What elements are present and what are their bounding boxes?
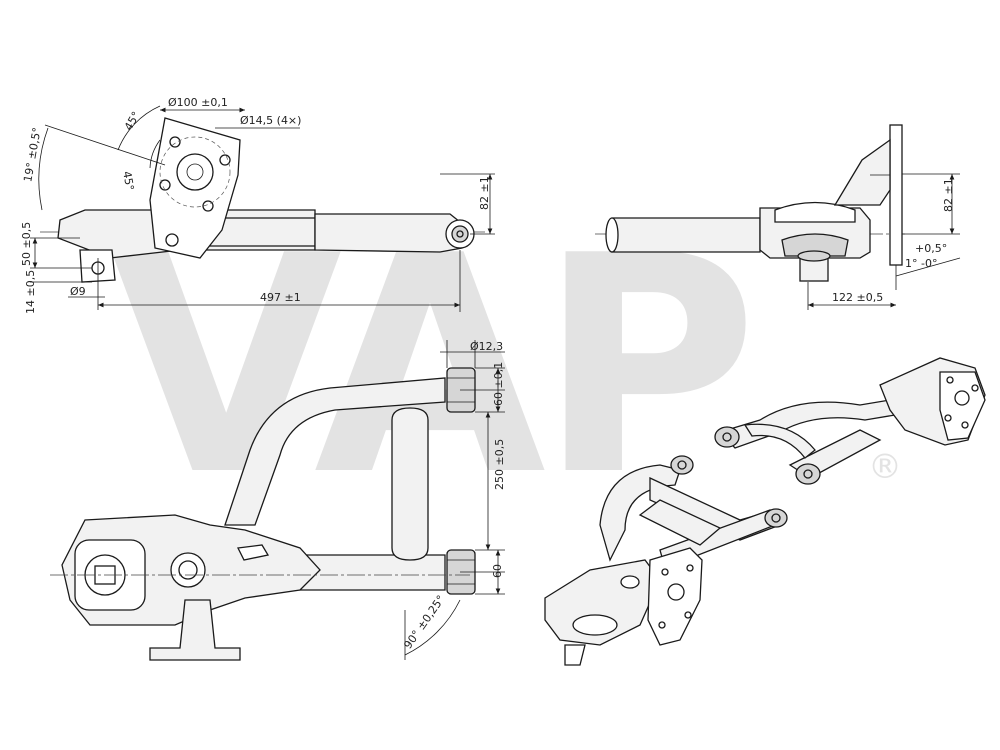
iso-lower-flange-bolt — [658, 621, 666, 629]
iso-foot — [564, 644, 586, 666]
flange-center-inner — [186, 163, 204, 181]
flange-center-hole — [176, 153, 214, 191]
iso-bushing — [795, 463, 821, 485]
dim-arc-19 — [38, 127, 49, 211]
dim-19: 19° ±0,5° — [21, 126, 43, 183]
dim-45-a: 45° — [122, 109, 143, 132]
end-view-gusset — [833, 138, 891, 206]
end-view-tube-end — [605, 217, 619, 253]
dim-497: 497 ±1 — [260, 291, 301, 304]
iso-flange-bolt — [961, 421, 969, 429]
end-view-stub-top — [797, 250, 831, 262]
plan-view-boss-hole — [178, 560, 198, 580]
iso-bushing-hole — [722, 432, 732, 442]
dim-d9: Ø9 — [70, 285, 86, 298]
iso-upper-crosstube — [743, 423, 816, 459]
flange-bolt-hole — [159, 179, 171, 191]
dim-d14: Ø14,5 (4×) — [240, 114, 301, 127]
dim-line-19 — [44, 124, 166, 166]
flange-bolt-hole — [202, 200, 214, 212]
plan-view-slot — [237, 544, 270, 561]
iso-bushing — [764, 508, 788, 528]
end-view-housing-top — [774, 201, 856, 223]
flange-lower-hole — [165, 233, 179, 247]
flange-bolt-hole — [169, 136, 181, 148]
watermark-registered-mark: ® — [868, 447, 902, 487]
iso-lower-flange-bolt — [686, 564, 694, 572]
iso-flange-bolt — [971, 384, 979, 392]
plan-view: Ø12,3 60 ±0,1 250 ±0,5 60 90° ±0,25° — [50, 340, 506, 661]
iso-lower-flange — [647, 547, 703, 646]
side-view-flange-plate — [149, 117, 241, 259]
iso-lower-flange-bolt — [684, 611, 692, 619]
iso-flange-bolt — [944, 414, 952, 422]
iso-housing-pocket — [572, 614, 618, 636]
bushing-inner — [451, 225, 469, 243]
dim-82-right: 82 ±1 — [942, 178, 955, 212]
iso-bushing — [714, 426, 740, 448]
dim-45-b: 45° — [120, 170, 136, 191]
dim-1deg: 1° -0° — [905, 257, 937, 270]
dim-arc-45-a — [117, 105, 161, 151]
iso-lower-flange-hole — [667, 583, 685, 601]
bolt-circle — [159, 136, 231, 208]
dim-82-left: 82 ±1 — [478, 176, 491, 210]
dim-d100: Ø100 ±0,1 — [168, 96, 228, 109]
dim-60-top: 60 ±0,1 — [492, 362, 505, 406]
iso-bushing — [670, 455, 694, 475]
iso-lower-crosstube — [638, 499, 722, 546]
plan-view-foot — [149, 599, 241, 661]
end-view-housing-bottom — [781, 233, 849, 257]
end-view-tube — [611, 217, 761, 253]
dim-90: 90° ±0,25° — [401, 593, 447, 651]
flange-bolt-hole — [219, 154, 231, 166]
angle-leader — [895, 257, 961, 277]
isometric-view — [544, 357, 986, 666]
dim-250: 250 ±0,5 — [493, 439, 506, 490]
iso-flange-hole — [954, 390, 970, 406]
dim-arc-90 — [404, 599, 461, 656]
dim-14: 14 ±0,5 — [24, 270, 37, 314]
bushing-hole — [456, 230, 464, 238]
dim-d12: Ø12,3 — [470, 340, 503, 353]
iso-bushing-hole — [677, 460, 687, 470]
plan-view-cross-tube — [391, 407, 429, 561]
dim-60-bottom: 60 — [491, 564, 504, 578]
dim-plus05: +0,5° — [915, 242, 947, 255]
plan-view-upper-arm — [224, 377, 446, 526]
side-view-lower-bracket — [79, 249, 116, 283]
iso-bushing-hole — [803, 469, 813, 479]
iso-lower-arm-a — [599, 464, 681, 562]
end-view: 82 ±1 +0,5° 1° -0° 122 ±0,5 — [595, 124, 961, 310]
dim-50: 50 ±0,5 — [20, 222, 33, 266]
side-view: Ø100 ±0,1 Ø14,5 (4×) 45° 45° 19° ±0,5° 8… — [20, 96, 495, 314]
iso-lower-flange-bolt — [661, 568, 669, 576]
dim-122: 122 ±0,5 — [832, 291, 883, 304]
dim-arc-45-b — [149, 139, 161, 169]
iso-upper-flange — [939, 371, 986, 441]
iso-bushing-hole — [771, 513, 781, 523]
iso-flange-bolt — [946, 376, 954, 384]
plan-view-boss — [170, 552, 206, 588]
iso-housing-boss — [620, 575, 640, 589]
end-view-flange — [889, 124, 903, 266]
